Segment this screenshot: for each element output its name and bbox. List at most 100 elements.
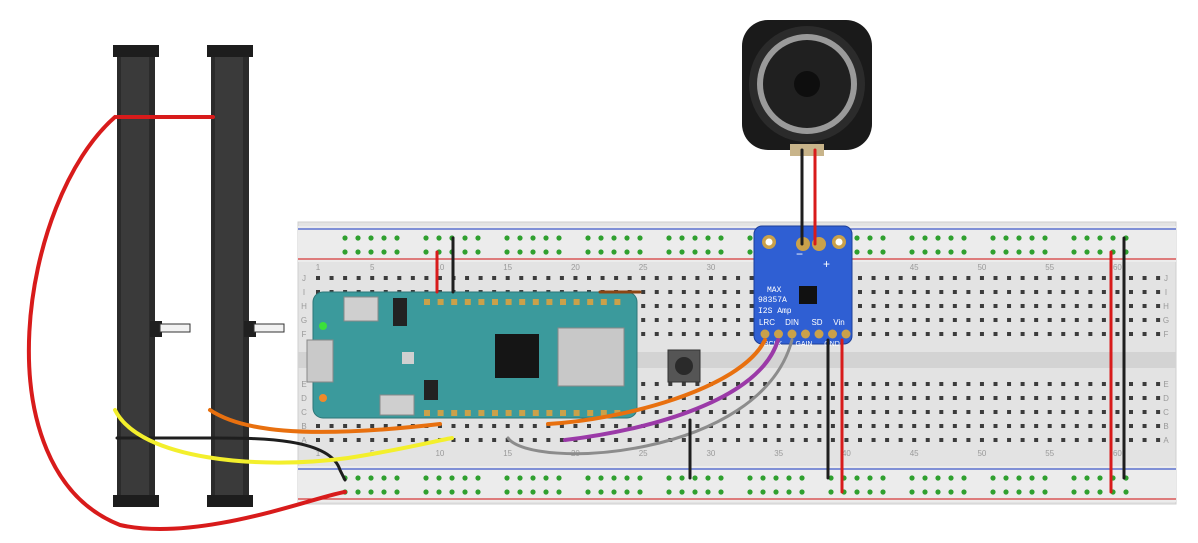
breadboard-hole (885, 318, 890, 322)
breadboard-hole (1142, 424, 1147, 428)
breadboard-hole (1101, 410, 1106, 414)
rail-hole (556, 489, 562, 495)
breadboard-hole (722, 382, 727, 386)
breadboard-hole (1074, 318, 1079, 322)
breadboard-hole (370, 424, 375, 428)
breadboard-hole (871, 318, 876, 322)
rail-hole (1097, 489, 1103, 495)
breadboard-hole (614, 276, 619, 280)
breadboard-hole (1047, 290, 1052, 294)
rail-hole (1029, 489, 1035, 495)
rail-hole (1042, 475, 1048, 481)
breadboard-hole (763, 438, 768, 442)
breadboard-hole (1020, 410, 1025, 414)
rail-hole (423, 235, 429, 241)
breadboard-hole (858, 410, 862, 414)
breadboard-hole (858, 424, 862, 428)
breadboard-hole (1074, 438, 1079, 442)
breadboard-hole (885, 410, 890, 414)
breadboard-hole (1007, 424, 1012, 428)
rail-hole (948, 235, 954, 241)
rail-hole (718, 489, 724, 495)
breadboard-hole (695, 438, 700, 442)
breadboard-hole (1142, 396, 1147, 400)
breadboard-hole (1088, 382, 1093, 386)
breadboard-hole (1034, 410, 1039, 414)
breadboard-hole (722, 424, 727, 428)
breadboard-hole (858, 318, 862, 322)
rail-hole (854, 249, 860, 255)
breadboard-hole (1115, 276, 1120, 280)
row-letter: A (301, 436, 307, 445)
breadboard-hole (749, 438, 754, 442)
rail-hole (368, 235, 374, 241)
breadboard-hole (898, 276, 903, 280)
breadboard-hole (1061, 424, 1066, 428)
breadboard-hole (668, 304, 673, 308)
header-pin (492, 410, 498, 416)
breadboard-hole (912, 382, 917, 386)
breadboard-hole (1101, 332, 1106, 336)
amp-pin-label: DIN (785, 318, 799, 327)
breadboard-hole (722, 332, 727, 336)
rail-hole (543, 489, 549, 495)
breadboard-hole (803, 424, 808, 428)
rail-hole (1071, 489, 1077, 495)
breadboard-hole (1156, 290, 1161, 294)
amp-pin (814, 329, 824, 339)
rail-hole (517, 235, 523, 241)
breadboard-hole (1142, 438, 1147, 442)
header-pin (519, 410, 526, 416)
row-letter: A (1163, 436, 1169, 445)
rail-hole (504, 489, 510, 495)
breadboard-hole (1007, 318, 1012, 322)
breadboard-hole (641, 318, 646, 322)
breadboard-hole (858, 276, 862, 280)
breadboard-hole (1129, 396, 1133, 400)
breadboard-hole (952, 382, 957, 386)
breadboard-hole (844, 438, 849, 442)
breadboard-hole (708, 276, 713, 280)
breadboard-hole (1047, 396, 1052, 400)
amp-minus-symbol: − (796, 247, 803, 261)
breadboard-hole (1101, 438, 1106, 442)
breadboard-hole (505, 276, 510, 280)
breadboard-hole (532, 276, 537, 280)
amp-plus-symbol: + (823, 257, 830, 271)
breadboard-hole (492, 276, 497, 280)
row-letter: G (1163, 316, 1169, 325)
breadboard-hole (817, 410, 822, 414)
breadboard-hole (1074, 332, 1079, 336)
breadboard-hole (546, 438, 551, 442)
header-pin (560, 299, 566, 305)
slide-potentiometer-right (207, 45, 285, 507)
column-number: 40 (842, 449, 851, 458)
breadboard-hole (979, 382, 984, 386)
breadboard-hole (1088, 424, 1093, 428)
rail-hole (880, 489, 886, 495)
breadboard-hole (478, 424, 483, 428)
rail-hole (381, 249, 387, 255)
breadboard-hole (1061, 396, 1066, 400)
breadboard-hole (858, 332, 862, 336)
breadboard-hole (1047, 332, 1052, 336)
breadboard-hole (681, 304, 686, 308)
breadboard-hole (939, 332, 944, 336)
breadboard-hole (966, 424, 971, 428)
rail-hole (867, 489, 873, 495)
rail-hole (880, 249, 886, 255)
breadboard-hole (1101, 424, 1106, 428)
breadboard-hole (587, 424, 591, 428)
breadboard-hole (329, 424, 334, 428)
breadboard-hole (722, 318, 727, 322)
breadboard-hole (681, 382, 686, 386)
rail-hole (556, 235, 562, 241)
breadboard-hole (736, 438, 741, 442)
breadboard-hole (451, 424, 456, 428)
breadboard-hole (925, 396, 930, 400)
column-number: 10 (435, 263, 444, 272)
breadboard-hole (885, 396, 890, 400)
breadboard-hole (912, 396, 917, 400)
header-pin (560, 410, 566, 416)
